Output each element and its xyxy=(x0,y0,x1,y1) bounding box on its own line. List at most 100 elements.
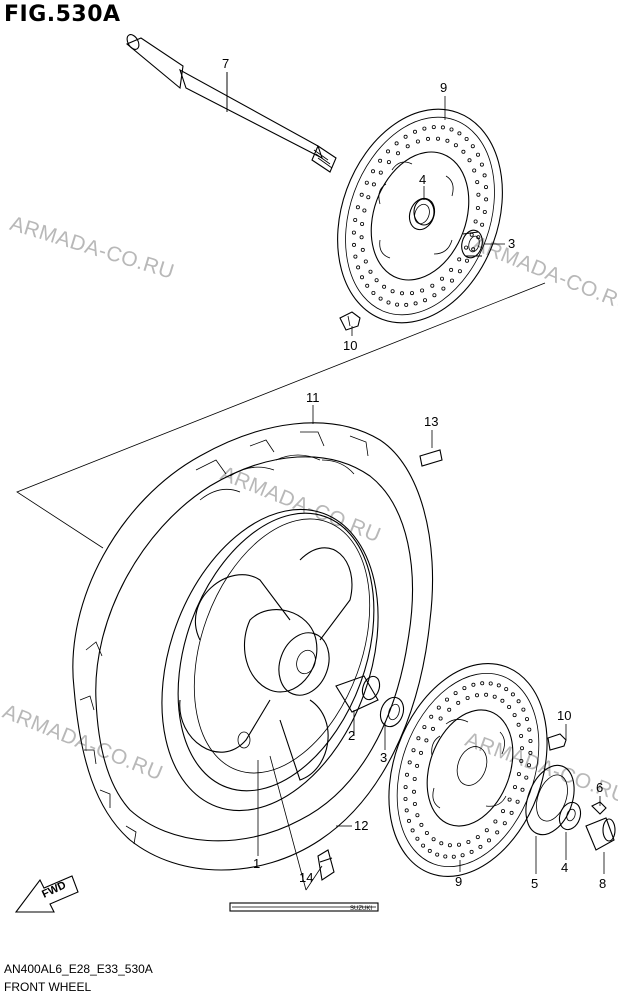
disc-hole xyxy=(405,144,410,149)
disc-hole xyxy=(412,777,417,782)
disc-hole xyxy=(509,810,514,815)
disc-hole xyxy=(436,705,441,710)
disc-hole xyxy=(404,302,409,307)
disc-hole xyxy=(386,160,391,165)
callout-disc-top: 9 xyxy=(440,80,447,95)
disc-hole xyxy=(492,694,497,699)
disc-bolt-lower xyxy=(547,733,567,751)
callout-tire: 11 xyxy=(306,390,320,405)
callout-sensor-rotor: 5 xyxy=(531,876,538,891)
disc-hole xyxy=(444,697,449,702)
disc-hole xyxy=(507,705,512,710)
assembly-guideline xyxy=(16,282,546,549)
disc-hole xyxy=(461,149,466,154)
disc-hole xyxy=(483,185,488,190)
disc-hole xyxy=(355,205,360,210)
disc-hole xyxy=(520,787,525,792)
disc-hole xyxy=(407,760,412,765)
seal-lower xyxy=(379,696,405,728)
disc-hole xyxy=(466,840,471,845)
disc-hole xyxy=(443,854,448,859)
disc-hole xyxy=(430,726,435,731)
disc-hole xyxy=(412,129,417,134)
callout-screw: 6 xyxy=(596,780,603,795)
disc-hole xyxy=(471,247,476,252)
disc-hole xyxy=(524,775,529,780)
disc-hole xyxy=(439,841,444,846)
disc-hole xyxy=(424,831,429,836)
disc-hole xyxy=(460,853,465,858)
disc-hole xyxy=(430,283,435,288)
disc-hole xyxy=(464,245,469,250)
disc-hole xyxy=(456,842,461,847)
disc-hole xyxy=(519,734,524,739)
callout-bolt-lower: 10 xyxy=(557,708,571,723)
tape-brand: SUZUKI xyxy=(350,906,372,912)
disc-hole xyxy=(520,746,525,751)
disc-hole xyxy=(382,284,387,289)
disc-hole xyxy=(378,158,383,163)
fwd-arrow: FWD xyxy=(14,875,79,913)
disc-hole xyxy=(421,843,426,848)
disc-hole xyxy=(425,136,430,141)
disc-hole xyxy=(475,152,480,157)
disc-hole xyxy=(395,151,400,156)
disc-hole xyxy=(363,259,368,264)
disc-hole xyxy=(371,290,376,295)
disc-hole xyxy=(386,300,391,305)
disc-hole xyxy=(525,717,530,722)
disc-hole xyxy=(378,170,383,175)
disc-hole xyxy=(422,126,427,131)
disc-hole xyxy=(406,818,411,823)
disc-hole xyxy=(482,173,487,178)
disc-hole xyxy=(527,727,532,732)
axle-part xyxy=(125,34,337,173)
disc-hole xyxy=(528,750,533,755)
brake-disc-lower xyxy=(388,663,548,877)
disc-hole xyxy=(449,278,454,283)
disc-hole xyxy=(475,180,480,185)
callout-spacer: 2 xyxy=(348,728,355,743)
disc-hole xyxy=(502,821,507,826)
valve xyxy=(317,849,335,881)
disc-hole xyxy=(438,716,443,721)
bearing-lower xyxy=(558,801,582,831)
disc-hole xyxy=(418,750,423,755)
disc-hole xyxy=(447,843,452,848)
disc-hole xyxy=(411,748,416,753)
disc-hole xyxy=(445,138,450,143)
callout-seal-lower: 3 xyxy=(380,750,387,765)
disc-hole xyxy=(457,131,462,136)
disc-hole xyxy=(493,819,498,824)
disc-hole xyxy=(469,849,474,854)
disc-hole xyxy=(415,139,420,144)
callout-collar: 8 xyxy=(599,876,606,891)
disc-hole xyxy=(484,692,489,697)
disc-hole xyxy=(422,298,427,303)
disc-hole xyxy=(470,144,475,149)
disc-hole xyxy=(390,289,395,294)
disc-hole xyxy=(370,169,375,174)
disc-hole xyxy=(521,707,526,712)
callout-valve: 12 xyxy=(354,818,368,833)
disc-hole xyxy=(488,681,493,686)
disc-hole xyxy=(500,809,505,814)
disc-hole xyxy=(359,275,364,280)
disc-hole xyxy=(403,797,408,802)
disc-hole xyxy=(467,158,472,163)
disc-hole xyxy=(431,837,436,842)
callout-disc-lower: 9 xyxy=(455,874,462,889)
disc-hole xyxy=(453,691,458,696)
disc-hole xyxy=(500,698,505,703)
disc-hole xyxy=(360,221,365,226)
disc-hole xyxy=(415,836,420,841)
disc-hole xyxy=(374,278,379,283)
disc-hole xyxy=(484,197,489,202)
disc-hole xyxy=(484,828,489,833)
disc-hole xyxy=(427,848,432,853)
disc-hole xyxy=(435,852,440,857)
disc-hole xyxy=(420,288,425,293)
disc-hole xyxy=(453,143,458,148)
spacer xyxy=(335,675,381,713)
